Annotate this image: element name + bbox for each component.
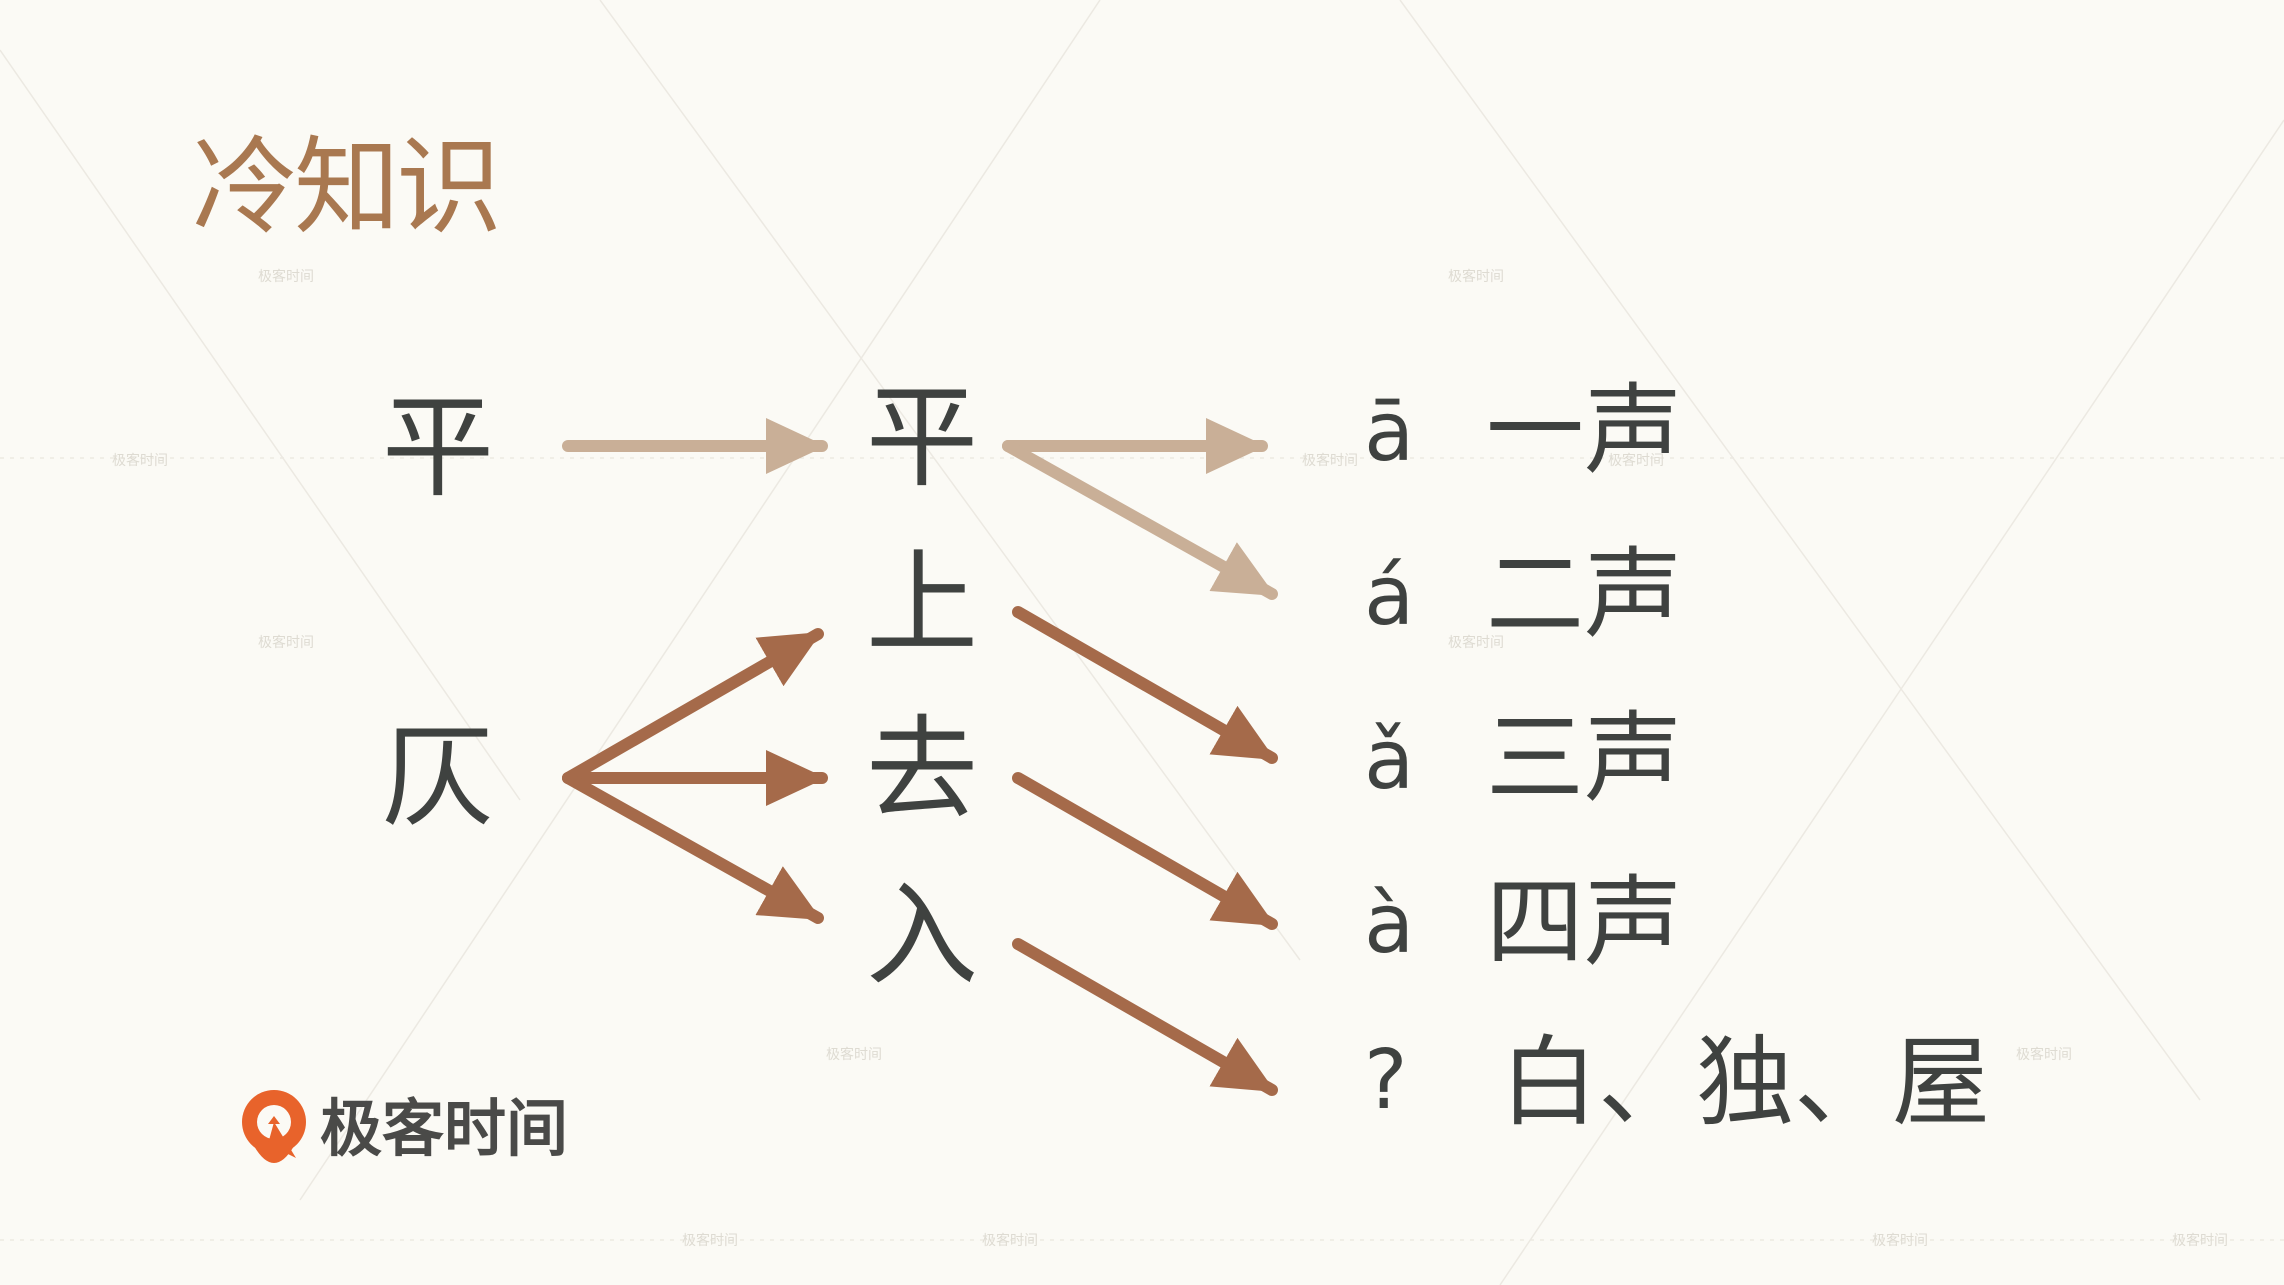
watermark: 极客时间 <box>826 1047 882 1063</box>
arrow-ze-to-ru <box>562 772 824 924</box>
classical-tone-ping: 平 <box>866 373 978 503</box>
watermark: 极客时间 <box>112 453 168 469</box>
tone3-pinyin: ǎ <box>1364 713 1415 808</box>
tone4-label: 四声 <box>1486 866 1683 980</box>
watermark: 极客时间 <box>1302 453 1358 469</box>
watermark: 极客时间 <box>258 269 314 285</box>
arrow-ru-to-rusheng <box>1012 938 1278 1096</box>
tone2-pinyin: á <box>1364 549 1415 644</box>
page-title: 冷知识 <box>192 126 502 249</box>
arrow-qu-to-tone4 <box>1012 772 1278 930</box>
tone1-label: 一声 <box>1486 374 1683 488</box>
watermark: 极客时间 <box>1872 1233 1928 1249</box>
watermark: 极客时间 <box>682 1233 738 1249</box>
tone2-label: 二声 <box>1486 538 1683 652</box>
classical-tone-qu: 去 <box>866 705 978 835</box>
arrow-shang-to-tone3 <box>1012 606 1278 764</box>
arrow-ze-to-shang <box>562 628 824 784</box>
rusheng-marker: ? <box>1364 1033 1408 1128</box>
watermark: 极客时间 <box>1448 635 1504 651</box>
arrow-ping-to-tone2 <box>1002 440 1278 600</box>
classical-tone-ru: 入 <box>866 871 978 1001</box>
watermark: 极客时间 <box>1448 269 1504 285</box>
tone3-label: 三声 <box>1486 702 1683 816</box>
tone1-pinyin: ā <box>1364 385 1415 480</box>
watermark: 极客时间 <box>258 635 314 651</box>
category-ze: 仄 <box>382 713 494 843</box>
category-ping: 平 <box>382 383 494 513</box>
brand-name: 极客时间 <box>320 1092 569 1165</box>
classical-tone-shang: 上 <box>866 539 978 669</box>
brand-logo-icon <box>242 1090 306 1163</box>
watermark: 极客时间 <box>1608 453 1664 469</box>
watermark: 极客时间 <box>2172 1233 2228 1249</box>
watermark: 极客时间 <box>982 1233 1038 1249</box>
tone4-pinyin: à <box>1364 877 1415 972</box>
watermark: 极客时间 <box>2016 1047 2072 1063</box>
rusheng-examples: 白、独、屋 <box>1500 1026 1991 1140</box>
